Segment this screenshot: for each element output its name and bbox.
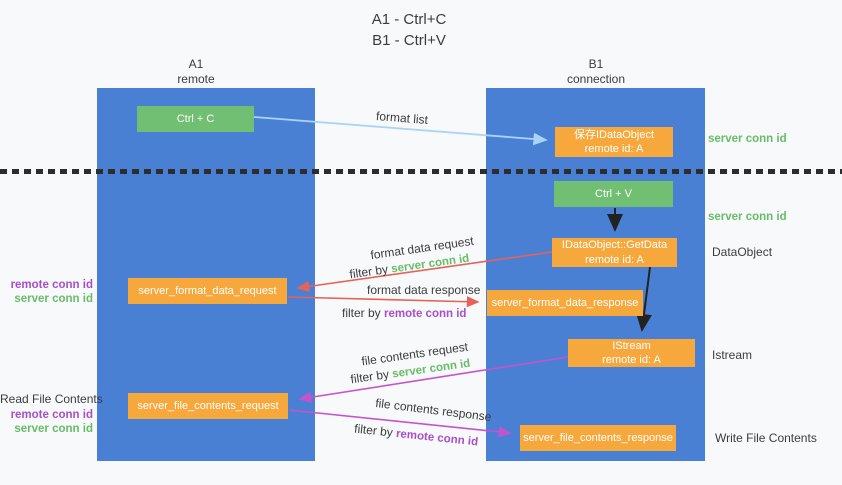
server-file-contents-response-node: server_file_contents_response — [520, 425, 676, 451]
save-dataobject-line2: remote id: A — [584, 143, 644, 155]
lane-header-a1: A1 remote — [136, 57, 256, 87]
istream-line1: IStream — [612, 339, 651, 352]
lane-a1-role: remote — [177, 72, 215, 86]
ctrl-v-node: Ctrl + V — [554, 181, 673, 207]
server-format-data-request-node: server_format_data_request — [128, 278, 287, 304]
filter-by-remote-conn-label-2: filter by remote conn id — [354, 422, 479, 449]
filter-by-remote-conn-label-1: filter by remote conn id — [342, 306, 466, 320]
istream-node: IStream remote id: A — [568, 339, 695, 367]
session-separator-line — [0, 169, 842, 174]
title-line-1: A1 - Ctrl+C — [371, 11, 447, 28]
getdata-line2: remote id: A — [585, 253, 644, 266]
filter-remote-conn-id-1: remote conn id — [384, 308, 467, 320]
filter-by-text-3: filter by — [349, 366, 394, 387]
server-conn-id-label-1: server conn id — [14, 293, 93, 305]
server-file-contents-request-node: server_file_contents_request — [128, 393, 288, 419]
getdata-node: IDataObject::GetData remote id: A — [552, 238, 677, 267]
title-line-2: B1 - Ctrl+V — [372, 32, 446, 49]
dataobject-label: DataObject — [712, 245, 773, 259]
lane-header-b1: B1 connection — [536, 57, 656, 87]
filter-by-text-1: filter by — [348, 261, 393, 282]
save-dataobject-line1: 保存IDataObject — [573, 128, 655, 141]
format-data-response-arrow — [287, 296, 480, 308]
read-file-contents-label: Read File Contents — [0, 392, 103, 406]
file-contents-response-label: file contents response — [374, 395, 493, 425]
format-list-label: format list — [375, 108, 429, 128]
ctrl-c-node: Ctrl + C — [137, 106, 254, 132]
filter-by-text-4: filter by — [353, 421, 397, 440]
remote-conn-id-label-1: remote conn id — [10, 279, 93, 291]
lane-b1-name: B1 — [588, 57, 604, 71]
getdata-line1: IDataObject::GetData — [561, 239, 668, 252]
diagram-title: A1 - Ctrl+C B1 - Ctrl+V — [299, 9, 519, 51]
format-data-response-label: format data response — [367, 283, 481, 297]
istream-label: Istream — [712, 348, 753, 362]
server-conn-id-label-mid: server conn id — [708, 211, 787, 223]
save-dataobject-node: 保存IDataObject remote id: A — [555, 127, 673, 157]
write-file-contents-label: Write File Contents — [715, 431, 817, 445]
server-format-data-response-node: server_format_data_response — [487, 290, 643, 316]
remote-conn-id-label-2: remote conn id — [10, 409, 93, 421]
server-conn-id-label-2: server conn id — [14, 423, 93, 435]
lane-a1-name: A1 — [188, 57, 204, 71]
filter-remote-conn-id-2: remote conn id — [395, 427, 479, 449]
filter-by-text-2: filter by — [342, 306, 385, 320]
server-conn-id-label-top: server conn id — [708, 133, 787, 145]
istream-line2: remote id: A — [602, 354, 661, 366]
lane-b1-role: connection — [566, 72, 626, 86]
